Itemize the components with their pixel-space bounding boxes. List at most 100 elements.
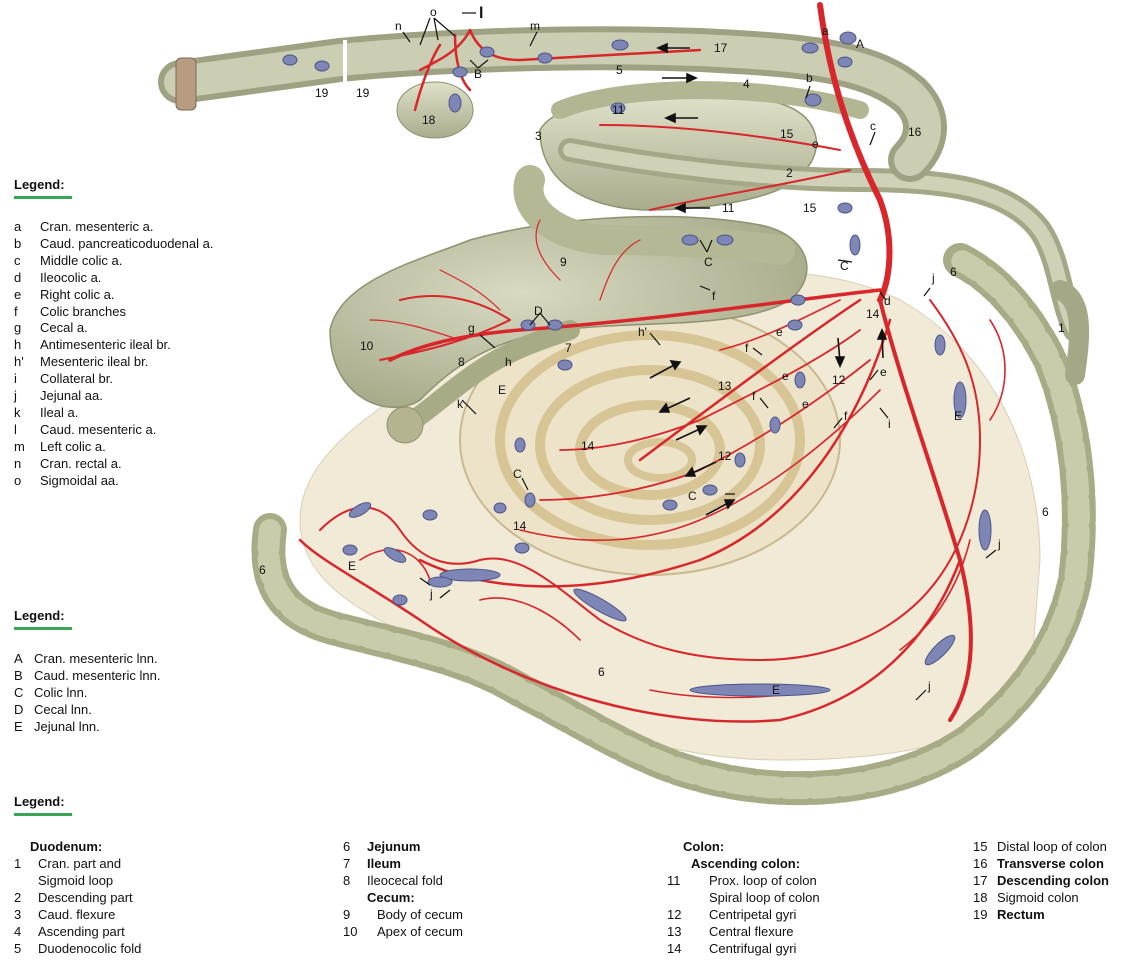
legend-key: 7 <box>343 856 351 871</box>
legend-text: Caud. mesenteric a. <box>40 421 157 437</box>
label-a: a <box>822 24 829 38</box>
legend-key: 16 <box>973 856 988 871</box>
label-13: 13 <box>718 379 732 393</box>
legend-text: Ileal a. <box>40 404 79 420</box>
legend-colon-heading: Colon: <box>683 839 725 854</box>
legend-key: 14 <box>667 941 682 956</box>
label-hp: h' <box>638 325 647 339</box>
label-h: h <box>505 355 512 369</box>
label-i: i <box>888 417 891 431</box>
legend-text: Central flexure <box>709 924 794 939</box>
legend-parts-title-text: Legend: <box>14 794 65 809</box>
label-f2: f <box>745 341 749 355</box>
legend-key: 15 <box>973 839 988 854</box>
legend-text: Spiral loop of colon <box>709 890 820 905</box>
label-m: m <box>530 19 540 33</box>
ileum-end <box>386 406 424 444</box>
legend-key: 4 <box>14 924 22 939</box>
legend-text: Left colic a. <box>40 438 106 454</box>
label-15: 15 <box>780 127 794 141</box>
legend-key: a <box>14 219 22 234</box>
label-10: 10 <box>360 339 374 353</box>
legend-key: 19 <box>973 907 988 922</box>
label-f4: f <box>844 409 848 423</box>
legend-duodenum-heading: Duodenum: <box>30 839 103 854</box>
legend-key: B <box>14 667 23 683</box>
label-j1: j <box>931 271 935 285</box>
legend-key: m <box>14 438 25 454</box>
label-g: g <box>468 321 475 335</box>
legend-text: Cran. rectal a. <box>40 455 122 471</box>
legend-key: o <box>14 472 22 488</box>
label-9: 9 <box>560 255 567 269</box>
legend-key: l <box>14 421 17 437</box>
legend-key: A <box>14 651 23 666</box>
label-C4: C <box>688 489 697 503</box>
label-b: b <box>806 71 813 85</box>
legend-text: Descending colon <box>997 873 1109 888</box>
legend-key: 6 <box>343 839 351 854</box>
legend-text: Cran. mesenteric lnn. <box>34 651 158 666</box>
legend-text: Ileocolic a. <box>40 269 102 285</box>
legend-key: i <box>14 371 17 387</box>
label-f3: f <box>752 389 756 403</box>
label-2: 2 <box>786 166 793 180</box>
legend-text: Cecal lnn. <box>34 701 92 717</box>
legend-text: Colic branches <box>40 303 126 319</box>
spiral-gyrus <box>535 365 765 525</box>
label-j4: j <box>927 679 931 693</box>
label-B: B <box>474 67 482 81</box>
legend-text: Sigmoid colon <box>997 890 1079 905</box>
legend-arteries-title-text: Legend: <box>14 177 65 192</box>
legend-text: Centripetal gyri <box>709 907 797 922</box>
legend-arteries-title: Legend: <box>14 177 72 199</box>
figure-labels: n o l m B a A b c e 17 5 4 11 3 15 16 2 … <box>259 5 1065 697</box>
legend-part-item: Spiral loop of colon <box>667 889 820 906</box>
legend-text: Ileum <box>367 856 401 871</box>
legend-colon-distal-column: 15 Distal loop of colon 16 Transverse colon… <box>973 838 1109 923</box>
legend-part-item: Sigmoid loop <box>14 872 141 889</box>
label-E1: E <box>498 383 506 397</box>
legend-text: Distal loop of colon <box>997 839 1107 854</box>
legend-text: Transverse colon <box>997 856 1104 871</box>
label-D: D <box>534 304 543 318</box>
label-6c: 6 <box>259 563 266 577</box>
label-19b: 19 <box>356 86 370 100</box>
label-18: 18 <box>422 113 436 127</box>
rectum-end <box>175 57 197 111</box>
legend-text: Rectum <box>997 907 1045 922</box>
label-j2: j <box>997 537 1001 551</box>
legend-underline <box>14 196 72 199</box>
spiral-gyrus <box>624 438 696 482</box>
ileum <box>390 320 580 440</box>
legend-key: d <box>14 269 22 285</box>
legend-key: g <box>14 320 22 336</box>
legend-part-item: 7 Ileum <box>343 855 463 872</box>
legend-key: e <box>14 286 22 302</box>
legend-text: Prox. loop of colon <box>709 873 817 888</box>
descending-colon-highlight <box>164 32 941 176</box>
legend-text: Sigmoidal aa. <box>40 472 119 488</box>
legend-key: E <box>14 718 23 734</box>
label-11: 11 <box>612 103 625 117</box>
label-5: 5 <box>616 63 623 77</box>
legend-key: h <box>14 337 22 353</box>
legend-text: Collateral br. <box>40 371 113 387</box>
legend-key: 13 <box>667 924 682 939</box>
label-19a: 19 <box>315 86 329 100</box>
legend-artery-item: o Sigmoidal aa. <box>14 473 213 490</box>
